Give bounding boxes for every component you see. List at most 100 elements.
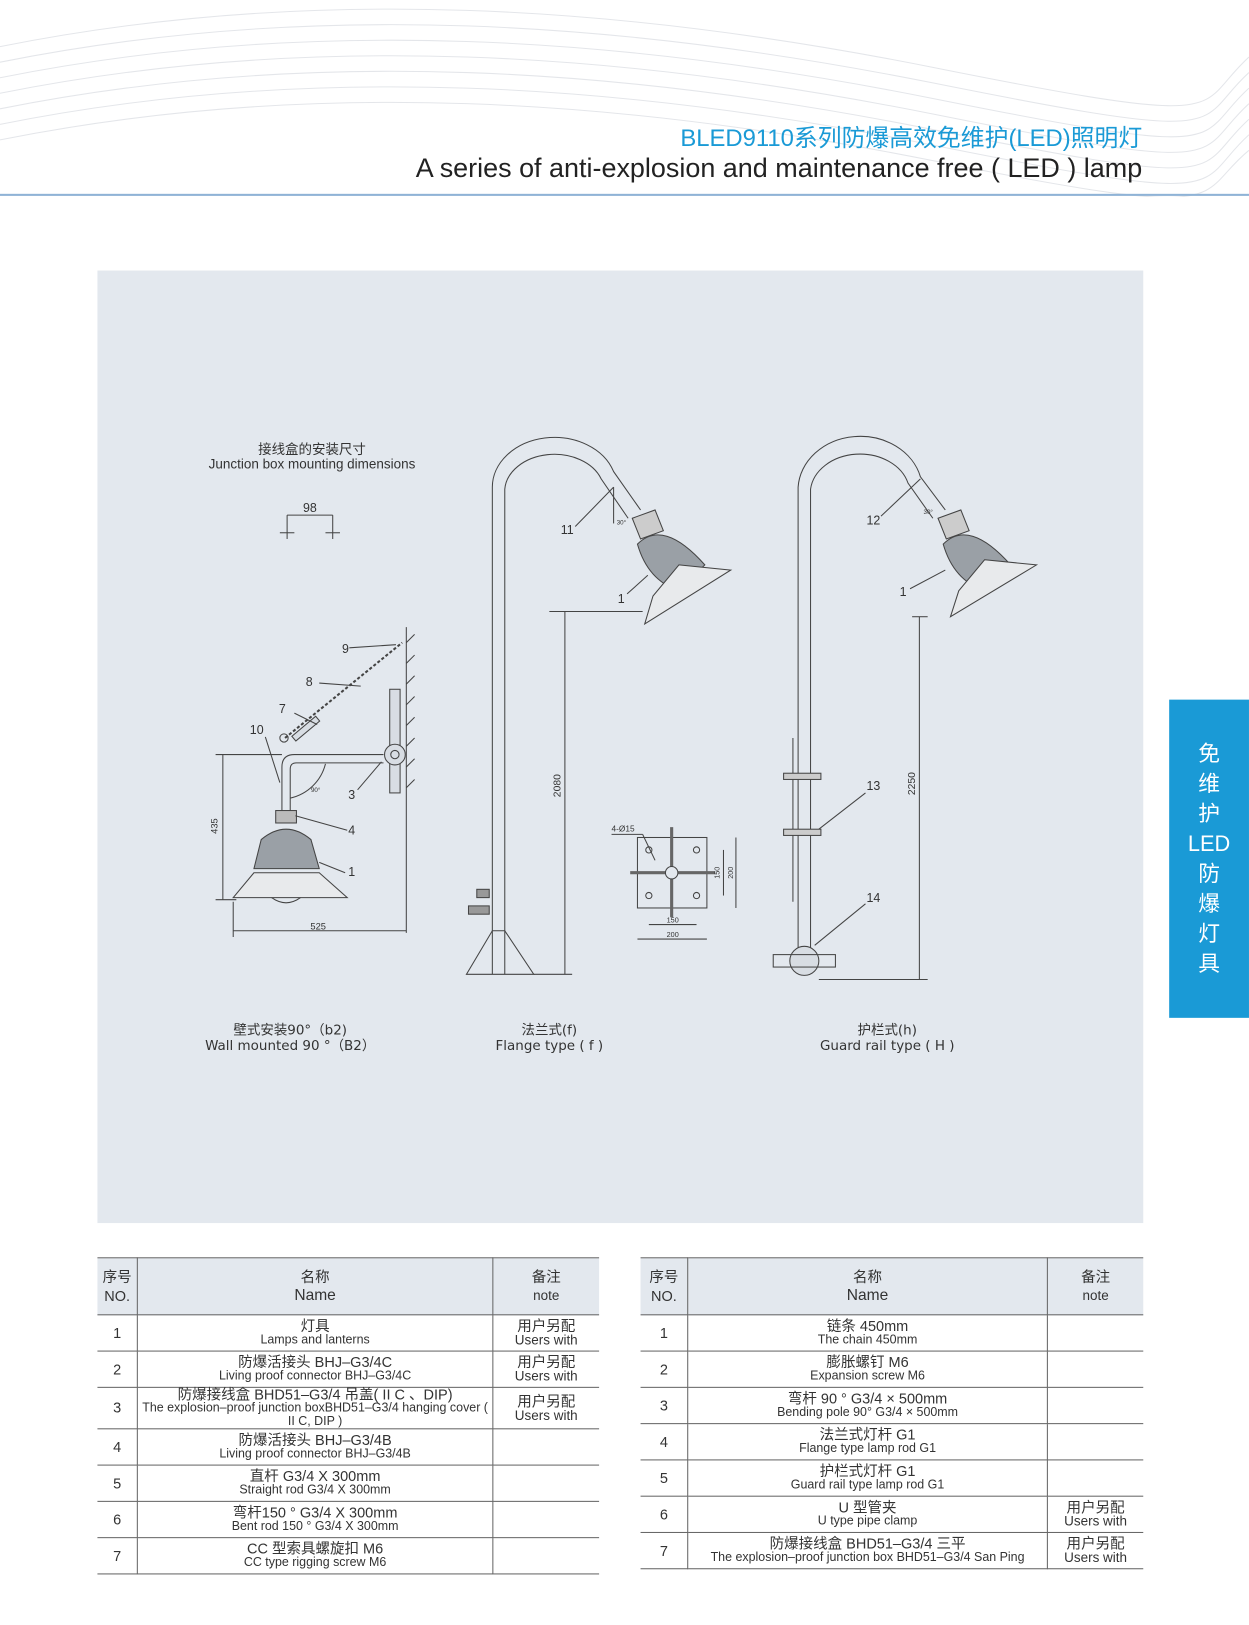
- wall-label-1: 1: [348, 865, 355, 879]
- table-row: 3 防爆接线盒 BHD51–G3/4 吊盖( II C 、DIP)The exp…: [97, 1385, 600, 1430]
- caption-cn: 护栏式(h): [857, 1023, 917, 1039]
- name-cn: 弯杆150 ° G3/4 X 300mm: [232, 1503, 398, 1521]
- flange-caption: 法兰式(f) Flange type ( f ): [456, 1023, 643, 1054]
- row-no: 6: [640, 1496, 689, 1533]
- diagram-panel: [97, 270, 1144, 1224]
- name-en: Living proof connector BHJ–G3/4B: [219, 1445, 411, 1461]
- guard-label-1: 1: [900, 585, 907, 599]
- wall-label-3: 3: [348, 788, 355, 802]
- row-no: 1: [640, 1314, 689, 1352]
- row-note: [492, 1428, 600, 1466]
- name-cn: 防爆活接头 BHJ–G3/4C: [238, 1353, 393, 1371]
- name-en: U type pipe clamp: [817, 1513, 918, 1528]
- flange-angle: 30°: [617, 519, 627, 526]
- name-cn: 法兰式灯杆 G1: [819, 1426, 916, 1443]
- name-cn: 防爆接线盒 BHD51–G3/4 吊盖( II C 、DIP): [177, 1385, 453, 1403]
- name-cn: 防爆活接头 BHJ–G3/4B: [238, 1431, 392, 1448]
- row-note: [492, 1537, 600, 1575]
- name-en: The explosion–proof junction boxBHD51–G3…: [142, 1400, 488, 1429]
- side-tab-char: 具: [1198, 952, 1220, 976]
- name-en: Bent rod 150 ° G3/4 X 300mm: [231, 1518, 399, 1533]
- note-en: Users with: [514, 1368, 578, 1384]
- wall-mount-drawing: [215, 627, 415, 937]
- name-en: Guard rail type lamp rod G1: [790, 1477, 945, 1492]
- name-en: Lamps and lanterns: [260, 1331, 370, 1347]
- wall-label-8: 8: [306, 675, 313, 689]
- name-cn: U 型管夹: [838, 1498, 897, 1516]
- caption-cn: 法兰式(f): [521, 1023, 578, 1039]
- wall-label-4: 4: [348, 823, 355, 837]
- row-no: 7: [640, 1532, 689, 1570]
- name-en: Bending pole 90° G3/4 × 500mm: [777, 1404, 959, 1419]
- row-note: [492, 1501, 600, 1539]
- guard-dim-height: 2250: [907, 772, 918, 795]
- guard-rail-type-drawing: [772, 435, 1039, 981]
- name-cn: CC 型索具螺旋扣 M6: [246, 1540, 384, 1557]
- note-en: Users with: [514, 1407, 578, 1423]
- side-tab-char: LED: [1187, 831, 1231, 856]
- row-no: 4: [640, 1423, 689, 1461]
- flange-dim-height: 2080: [553, 774, 564, 797]
- name-cn: 护栏式灯杆 G1: [819, 1462, 916, 1480]
- junction-dimension-drawing: [279, 514, 340, 539]
- note-en: Users with: [1064, 1513, 1128, 1529]
- page-title-cn: BLED9110系列防爆高效免维护(LED)照明灯: [680, 124, 1143, 152]
- plate-holes: 4-Ø15: [612, 823, 635, 833]
- junction-title-cn: 接线盒的安装尺寸: [258, 441, 366, 457]
- plate-inner-v: 150: [712, 867, 721, 879]
- row-no: 3: [97, 1387, 138, 1430]
- guard-rail-caption: 护栏式(h) Guard rail type ( H ): [784, 1023, 991, 1054]
- guard-label-14: 14: [867, 891, 881, 905]
- row-no: 5: [97, 1465, 138, 1502]
- row-note: [1047, 1387, 1144, 1425]
- note-cn: 用户另配: [1066, 1498, 1125, 1516]
- plate-inner-h: 150: [667, 915, 679, 924]
- note-en: Users with: [514, 1331, 578, 1348]
- name-cn: 灯具: [300, 1317, 330, 1334]
- flange-label-11: 11: [561, 523, 574, 537]
- wall-mount-caption: 壁式安装90°（b2) Wall mounted 90 °（B2）: [176, 1023, 404, 1054]
- wall-label-7: 7: [279, 702, 286, 716]
- row-note: [1047, 1423, 1144, 1461]
- row-no: 2: [97, 1351, 138, 1388]
- wall-dim-width: 525: [310, 922, 326, 932]
- plate-outer-v: 200: [726, 867, 735, 879]
- row-no: 5: [640, 1459, 689, 1497]
- name-cn: 直杆 G3/4 X 300mm: [249, 1467, 381, 1485]
- name-en: CC type rigging screw M6: [243, 1554, 387, 1570]
- name-en: Straight rod G3/4 X 300mm: [239, 1482, 391, 1497]
- name-cn: 链条 450mm: [826, 1317, 909, 1334]
- row-note: [1047, 1459, 1144, 1497]
- row-no: 2: [640, 1351, 689, 1388]
- header-wave-decoration: [0, 8, 1249, 197]
- row-no: 7: [97, 1537, 138, 1575]
- caption-en: Flange type ( f ): [495, 1038, 604, 1055]
- row-name: 防爆接线盒 BHD51–G3/4 吊盖( II C 、DIP)The explo…: [137, 1385, 494, 1430]
